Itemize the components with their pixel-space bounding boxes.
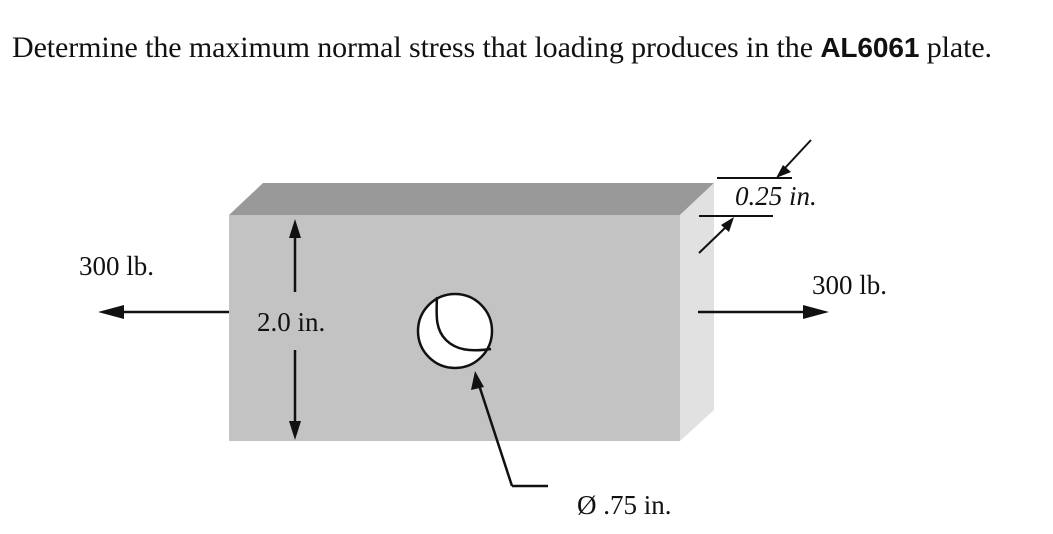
hole-diameter-label: Ø .75 in. bbox=[577, 490, 672, 520]
left-force-label: 300 lb. bbox=[79, 251, 155, 281]
right-force-label: 300 lb. bbox=[812, 270, 888, 300]
left-force-arrow bbox=[98, 305, 229, 319]
hole-icon bbox=[416, 292, 494, 370]
problem-statement: Determine the maximum normal stress that… bbox=[12, 28, 992, 68]
thickness-dimension bbox=[698, 139, 812, 254]
right-force-arrow bbox=[698, 305, 829, 319]
problem-text-prefix: Determine the maximum normal stress that… bbox=[12, 31, 821, 64]
material-name: AL6061 bbox=[820, 32, 920, 63]
height-label: 2.0 in. bbox=[257, 307, 326, 337]
height-dimension bbox=[289, 219, 301, 440]
hole-leader-line bbox=[471, 371, 548, 488]
plate-top-face bbox=[229, 183, 714, 215]
thickness-label: 0.25 in. bbox=[735, 181, 817, 211]
problem-text-suffix: plate. bbox=[919, 31, 992, 64]
